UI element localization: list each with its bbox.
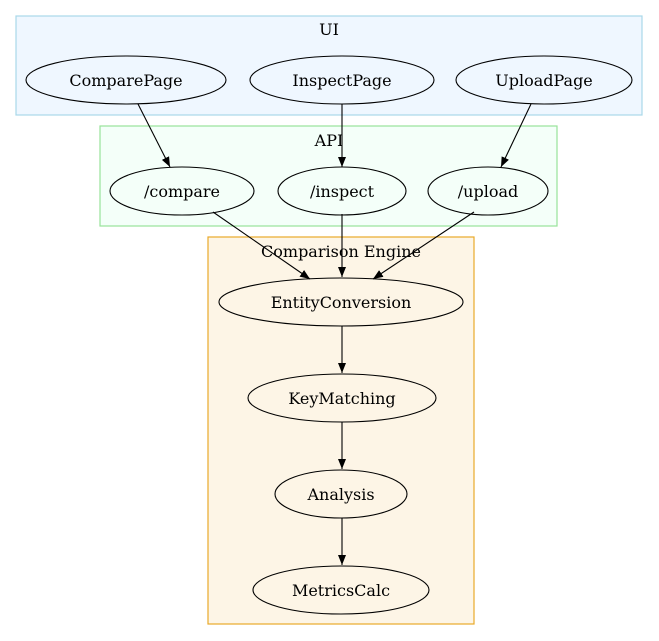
node-analysis-label: Analysis xyxy=(306,485,374,504)
node-comparepage-label: ComparePage xyxy=(69,71,182,90)
node-metricscalc-label: MetricsCalc xyxy=(292,581,390,600)
node-uploadpage-label: UploadPage xyxy=(495,71,593,90)
cluster-api: API xyxy=(99,125,558,227)
node-metricscalc[interactable]: MetricsCalc xyxy=(252,565,430,615)
cluster-ui: UI xyxy=(15,15,643,116)
cluster-api-label: API xyxy=(314,131,344,150)
node-inspectpage-label: InspectPage xyxy=(292,71,391,90)
node-compare[interactable]: /compare xyxy=(109,166,255,216)
edge-compare-entityconversion xyxy=(212,211,311,280)
node-inspect-label: /inspect xyxy=(310,182,375,201)
cluster-api-box xyxy=(99,125,558,227)
node-compare-label: /compare xyxy=(144,182,220,201)
node-analysis[interactable]: Analysis xyxy=(274,469,408,519)
node-entityconversion-label: EntityConversion xyxy=(271,293,412,312)
node-upload-label: /upload xyxy=(458,182,518,201)
node-upload[interactable]: /upload xyxy=(427,166,549,216)
cluster-engine-box xyxy=(207,236,475,625)
cluster-engine-label: Comparison Engine xyxy=(261,242,421,261)
node-inspect[interactable]: /inspect xyxy=(277,166,407,216)
edge-upload-entityconversion xyxy=(372,211,475,280)
edge-comparepage-compare xyxy=(137,103,171,168)
node-entityconversion[interactable]: EntityConversion xyxy=(218,277,464,327)
cluster-ui-label: UI xyxy=(319,20,339,39)
node-comparepage[interactable]: ComparePage xyxy=(25,55,227,105)
edge-uploadpage-upload xyxy=(500,103,532,168)
cluster-ui-box xyxy=(15,15,643,116)
node-keymatching-label: KeyMatching xyxy=(288,389,395,408)
node-inspectpage[interactable]: InspectPage xyxy=(249,55,435,105)
node-keymatching[interactable]: KeyMatching xyxy=(247,373,437,423)
node-uploadpage[interactable]: UploadPage xyxy=(455,55,633,105)
cluster-engine: Comparison Engine xyxy=(207,236,475,625)
